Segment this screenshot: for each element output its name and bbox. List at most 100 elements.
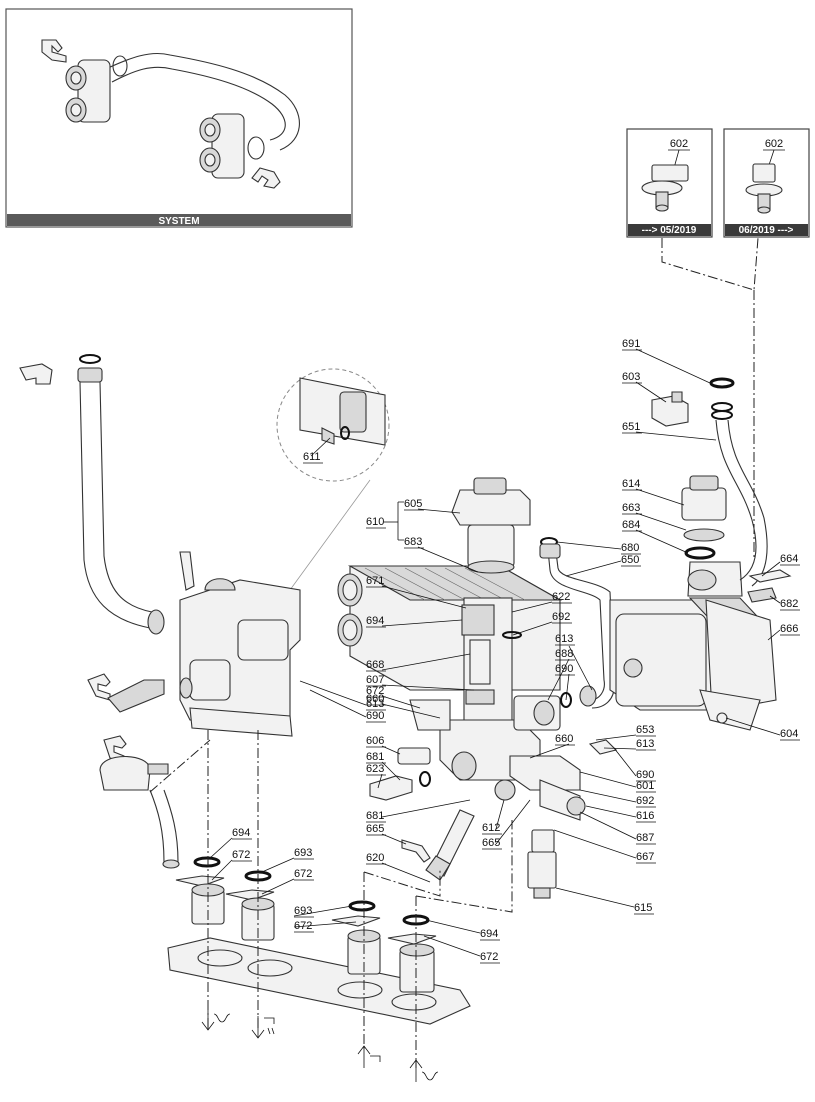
callout-label: 681 xyxy=(366,810,384,822)
callout-688: 688 xyxy=(547,648,575,701)
callout-leader xyxy=(381,703,441,719)
callout-label: 613 xyxy=(636,738,654,750)
callout-615: 615 xyxy=(555,887,654,915)
callout-label: 607 xyxy=(366,674,384,686)
callout-665a: 665 xyxy=(366,823,407,845)
callout-687: 687 xyxy=(579,811,656,845)
diverter-valve-body xyxy=(179,551,301,737)
callout-leader xyxy=(381,585,467,609)
callout-label: 683 xyxy=(404,536,422,548)
callout-label: 694 xyxy=(480,928,498,940)
detail-circle-611 xyxy=(276,368,390,482)
callout-label: 688 xyxy=(555,648,573,660)
callout-leader xyxy=(381,862,431,883)
callout-leader xyxy=(423,935,481,957)
variant-early-part: 602 xyxy=(670,138,688,150)
callout-leader xyxy=(417,508,461,514)
callout-leader xyxy=(635,431,717,441)
callout-620: 620 xyxy=(366,852,431,883)
callout-leader xyxy=(293,905,353,917)
callout-606: 606 xyxy=(366,735,401,755)
callout-663: 663 xyxy=(622,502,687,531)
callout-label: 601 xyxy=(636,780,654,792)
callout-leader xyxy=(495,799,505,830)
callout-leader xyxy=(381,695,421,709)
callout-leader xyxy=(381,799,471,818)
callout-label: 620 xyxy=(366,852,384,864)
callout-682: 682 xyxy=(769,595,800,611)
callout-label: 663 xyxy=(622,502,640,514)
union-connectors xyxy=(175,856,437,993)
callout-leader xyxy=(579,811,637,840)
callout-leader xyxy=(585,805,637,818)
variant-early-date: ---> 05/2019 xyxy=(642,225,697,236)
callout-664: 664 xyxy=(761,553,800,577)
callout-672c: 672 xyxy=(261,868,314,895)
callout-leader xyxy=(425,919,481,934)
callout-leader xyxy=(299,680,367,706)
callout-label: 653 xyxy=(636,724,654,736)
callout-616: 616 xyxy=(585,805,656,823)
callout-leader xyxy=(211,859,233,881)
heating-return-icon xyxy=(409,1059,439,1082)
circulation-pump xyxy=(609,597,777,731)
callout-label: 613 xyxy=(555,633,573,645)
callout-leader xyxy=(553,829,637,859)
callout-label: 612 xyxy=(482,822,500,834)
callout-label: 690 xyxy=(366,710,384,722)
callout-leader xyxy=(595,734,637,741)
callout-label: 668 xyxy=(366,659,384,671)
callout-692b: 692 xyxy=(579,789,656,808)
callout-660b: 660 xyxy=(529,733,575,759)
callout-label: 665 xyxy=(366,823,384,835)
callout-leader xyxy=(529,743,570,759)
callout-label: 613 xyxy=(366,698,384,710)
callout-694b: 694 xyxy=(209,827,252,859)
callout-601: 601 xyxy=(579,771,656,793)
mounting-plate xyxy=(167,937,471,1025)
callout-leader xyxy=(579,789,637,803)
system-inset-label: SYSTEM xyxy=(158,216,199,227)
callout-650: 650 xyxy=(565,554,641,577)
callout-693a: 693 xyxy=(261,847,314,873)
callout-690a: 690 xyxy=(555,663,575,701)
callout-leader xyxy=(725,717,781,736)
callout-leader xyxy=(555,887,635,908)
callout-label: 664 xyxy=(780,553,798,565)
callout-651: 651 xyxy=(622,421,717,441)
callout-610: 610 xyxy=(366,516,398,529)
callout-604: 604 xyxy=(725,717,800,741)
bypass-pipe-assembly xyxy=(19,354,165,635)
callout-label: 681 xyxy=(366,751,384,763)
callout-leader xyxy=(381,745,401,755)
callout-label: 616 xyxy=(636,810,654,822)
system-inset: SYSTEM xyxy=(5,8,353,228)
callout-label: 680 xyxy=(621,542,639,554)
callout-leader xyxy=(309,689,367,718)
callout-leader xyxy=(565,673,570,701)
callout-672a: 672 xyxy=(366,685,421,709)
callout-671: 671 xyxy=(366,575,467,609)
callout-leader xyxy=(417,546,479,573)
callout-leader xyxy=(565,560,622,577)
callout-label: 687 xyxy=(636,832,654,844)
callout-611: 611 xyxy=(303,437,331,464)
callout-653: 653 xyxy=(595,724,656,741)
callout-label: 615 xyxy=(634,902,652,914)
callout-622: 622 xyxy=(511,591,572,613)
callout-leader xyxy=(261,857,295,873)
callout-label: 665 xyxy=(482,837,500,849)
callout-613c: 613 xyxy=(603,738,656,751)
callout-672e: 672 xyxy=(423,935,500,964)
callout-672d: 672 xyxy=(293,920,357,933)
callout-leader xyxy=(761,561,781,577)
dhw-outlet-icon xyxy=(251,1016,275,1039)
callout-label: 691 xyxy=(622,338,640,350)
callout-690c: 690 xyxy=(613,747,656,782)
callout-label: 604 xyxy=(780,728,798,740)
callout-label: 692 xyxy=(552,611,570,623)
callout-leader xyxy=(547,658,570,701)
callout-label: 672 xyxy=(232,849,250,861)
